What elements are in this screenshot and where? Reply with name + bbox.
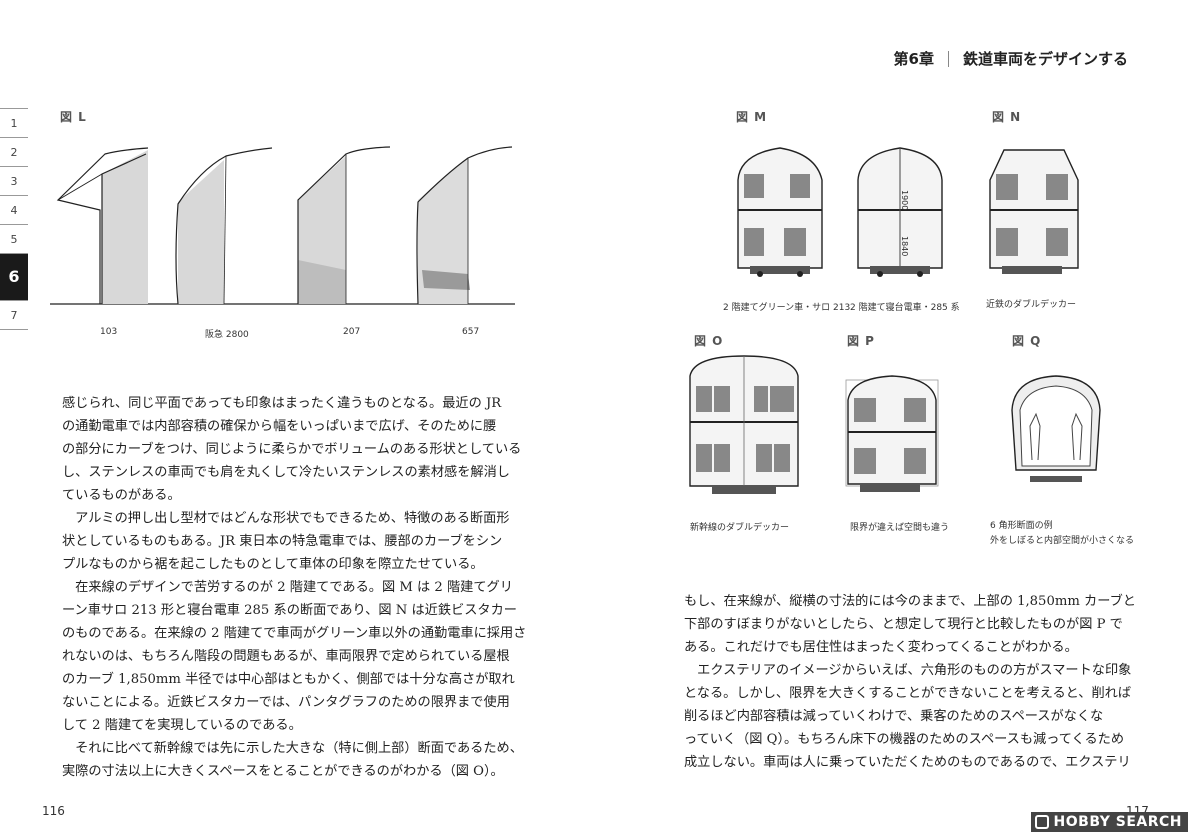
right-text-line: 成立しない。車両は人に乗っていただくためのものであるので、エクステリ (684, 755, 1131, 770)
left-text-line: ーン車サロ 213 形と寝台電車 285 系の断面であり、図 N は近鉄ビスタカ… (62, 603, 517, 618)
figure-l-label: 図 L (60, 110, 87, 124)
figure-n-illustration (989, 149, 1079, 274)
left-text-line: の通勤電車では内部容積の確保から幅をいっぱいまで広げ、そのために腰 (62, 419, 497, 434)
figure-q-label: 図 Q (1012, 334, 1042, 348)
page-number-left: 116 (42, 804, 65, 818)
left-text-line: の部分にカーブをつけ、同じように柔らかでボリュームのある形状としている (62, 442, 522, 457)
figure-m-caption-1: 2 階建てグリーン車・サロ 213 (723, 303, 851, 313)
figure-o-label: 図 O (694, 334, 724, 348)
figure-l-caption-1: 103 (100, 327, 118, 337)
left-text-line: アルミの押し出し型材ではどんな形状でもできるため、特徴のある断面形 (62, 511, 510, 526)
left-body-text: 感じられ、同じ平面であっても印象はまったく違うものとなる。最近の JR の通勤電… (62, 392, 532, 783)
header-divider (947, 50, 949, 67)
cross-section-285-series: 1900 1840 (857, 147, 943, 277)
left-text-line: れないのは、もちろん階段の問題もあるが、車両限界で定められている屋根 (62, 649, 510, 664)
figure-n-caption: 近鉄のダブルデッカー (986, 300, 1077, 310)
carbody-207 (297, 146, 391, 304)
figure-l-caption-2: 阪急 2800 (205, 330, 249, 340)
figure-p-label: 図 P (847, 334, 875, 348)
right-text-line: 削るほど内部容積は減っていくわけで、乗客のためのスペースがなくな (684, 709, 1104, 724)
chapter-title: 鉄道車両をデザインする (962, 50, 1128, 68)
left-text-line: プルなものから裾を起こしたものとして車体の印象を際立たせている。 (62, 557, 484, 572)
figure-o-caption: 新幹線のダブルデッカー (690, 523, 790, 533)
right-body-text: もし、在来線が、縦横の寸法的には今のままで、上部の 1,850mm カーブと 下… (684, 590, 1146, 774)
figure-p-caption: 限界が違えば空間も違う (850, 523, 950, 533)
figure-l-illustration (50, 146, 515, 305)
figure-m-caption-2: 2 階建て寝台電車・285 系 (850, 303, 960, 313)
chapter-number: 第6章 (893, 50, 934, 68)
right-text-line: もし、在来線が、縦横の寸法的には今のままで、上部の 1,850mm カーブと (684, 594, 1136, 609)
watermark-text: HOBBY SEARCH (1053, 814, 1182, 830)
left-text-line: 在来線のデザインで苦労するのが 2 階建てである。図 M は 2 階建てグリ (62, 580, 513, 595)
tab-chapter-7[interactable]: 7 (0, 301, 28, 330)
figure-p-illustration (845, 375, 939, 492)
tab-chapter-5[interactable]: 5 (0, 225, 28, 254)
dimension-1900: 1900 (900, 190, 909, 210)
figure-q-illustration (1011, 375, 1101, 482)
left-text-line: のものである。在来線の 2 階建てで車両がグリーン車以外の通勤電車に採用さ (62, 626, 527, 641)
left-text-line: 感じられ、同じ平面であっても印象はまったく違うものとなる。最近の JR (62, 396, 502, 411)
carbody-657 (416, 146, 513, 305)
left-text-line: のカーブ 1,850mm 半径では中心部はともかく、側部では十分な高さが取れ (62, 672, 515, 687)
left-text-line: 実際の寸法以上に大きくスペースをとることができるのがわかる（図 O）。 (62, 764, 504, 779)
left-text-line: し、ステンレスの車両でも肩を丸くして冷たいステンレスの素材感を解消し (62, 465, 510, 480)
figure-q-caption-line1: 6 角形断面の例 (990, 521, 1053, 531)
left-text-line: 状としているものもある。JR 東日本の特急電車では、腰部のカーブをシン (62, 534, 503, 549)
right-text-line: っていく（図 Q）。もちろん床下の機器のためのスペースも減ってくるため (684, 732, 1125, 747)
figure-m-illustration: 1900 1840 (737, 147, 943, 277)
carbody-103 (56, 147, 149, 304)
tab-chapter-6[interactable]: 6 (0, 254, 28, 301)
left-text-line: ているものがある。 (62, 488, 181, 503)
figure-q-caption-line2: 外をしぼると内部空間が小さくなる (990, 536, 1135, 546)
figure-m-label: 図 M (736, 110, 768, 124)
tab-chapter-3[interactable]: 3 (0, 167, 28, 196)
left-text-line: それに比べて新幹線では先に示した大きな（特に側上部）断面であるため、 (62, 741, 523, 756)
dimension-1840: 1840 (900, 236, 909, 256)
figure-n-label: 図 N (992, 110, 1022, 124)
chapter-header: 第6章 鉄道車両をデザインする (894, 48, 1128, 69)
right-text-line: となる。しかし、限界を大きくすることができないことを考えると、削れば (684, 686, 1132, 701)
tab-chapter-2[interactable]: 2 (0, 138, 28, 167)
right-text-line: エクステリアのイメージからいえば、六角形のものの方がスマートな印象 (684, 663, 1132, 678)
cross-section-saro-213 (737, 147, 823, 277)
chapter-index-tabs: 1 2 3 4 5 6 7 (0, 108, 28, 330)
hobby-search-watermark: HOBBY SEARCH (1030, 812, 1188, 832)
figure-l-caption-3: 207 (343, 327, 361, 337)
hobby-search-logo-icon (1034, 815, 1049, 829)
right-text-line: 下部のすぼまりがないとしたら、と想定して現行と比較したものが図 P で (684, 617, 1123, 632)
figure-o-illustration (689, 355, 799, 494)
figure-l-caption-4: 657 (462, 327, 480, 337)
tab-chapter-1[interactable]: 1 (0, 108, 28, 138)
left-text-line: して 2 階建てを実現しているのである。 (62, 718, 302, 733)
right-text-line: ある。これだけでも居住性はまったく変わってくることがわかる。 (684, 640, 1078, 655)
tab-chapter-4[interactable]: 4 (0, 196, 28, 225)
left-text-line: ないことによる。近鉄ビスタカーでは、パンタグラフのための限界まで使用 (62, 695, 510, 710)
carbody-hankyu-2800 (175, 147, 273, 305)
